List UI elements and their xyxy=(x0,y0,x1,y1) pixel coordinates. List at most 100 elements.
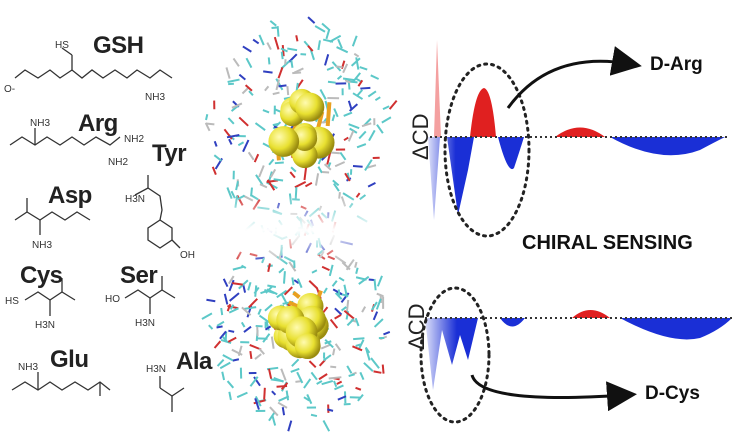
ligand-bond xyxy=(357,393,364,402)
ligand-bond xyxy=(205,122,215,126)
ligand-bond xyxy=(228,292,240,302)
ligand-bond xyxy=(382,105,390,111)
ligand-bond xyxy=(280,47,288,53)
ligand-bond xyxy=(326,66,335,71)
ligand-bond xyxy=(303,167,308,181)
ligand-bond xyxy=(323,163,332,171)
ligand-bond xyxy=(271,415,277,426)
ligand-bond xyxy=(231,348,243,356)
ligand-bond xyxy=(374,96,381,102)
ligand-bond xyxy=(219,361,231,370)
ligand-bond xyxy=(314,25,326,33)
atom-label: H3N xyxy=(35,320,55,331)
atom-label: OH xyxy=(180,250,195,261)
ligand-bond xyxy=(321,379,334,386)
ligand-bond xyxy=(334,384,344,391)
ligand-bond xyxy=(346,318,355,327)
bottom-axis-label: ΔCD xyxy=(404,303,429,350)
negative-band xyxy=(425,318,478,390)
ligand-bond xyxy=(353,52,360,58)
ligand-bond xyxy=(359,66,368,71)
ligand-bond xyxy=(363,362,374,372)
ligand-bond xyxy=(348,123,360,130)
ligand-bond xyxy=(373,370,382,374)
ligand-bond xyxy=(316,380,323,385)
ligand-bond xyxy=(263,387,266,400)
ligand-bond xyxy=(337,38,343,49)
ligand-bond xyxy=(368,278,374,282)
ligand-bond xyxy=(222,278,229,288)
atom-label: NH2 xyxy=(124,134,144,145)
ligand-bond xyxy=(346,365,353,374)
ligand-bond xyxy=(248,298,258,309)
ligand-bond xyxy=(319,89,327,100)
ligand-bond xyxy=(338,276,345,282)
ligand-bond xyxy=(272,122,280,127)
ligand-bond xyxy=(227,117,235,125)
gsh-structure xyxy=(14,69,173,79)
ligand-bond xyxy=(333,380,338,388)
atom-label: H3N xyxy=(135,318,155,329)
ligand-bond xyxy=(250,187,253,197)
ligand-bond xyxy=(351,35,358,47)
ligand-bond xyxy=(277,401,288,409)
ligand-bond xyxy=(238,279,249,290)
ligand-bond xyxy=(211,166,217,176)
ligand-bond xyxy=(290,60,294,68)
ligand-bond xyxy=(303,396,310,402)
ligand-bond xyxy=(254,353,262,360)
ligand-bond xyxy=(343,136,349,142)
ligand-bond xyxy=(290,166,297,173)
ligand-bond xyxy=(361,306,367,313)
label-cys: Cys xyxy=(20,262,63,289)
ligand-bond xyxy=(360,86,371,90)
ligand-bond xyxy=(242,45,252,53)
ligand-bond xyxy=(355,267,359,274)
ligand-bond xyxy=(290,367,300,373)
ligand-bond xyxy=(331,280,338,287)
ligand-bond xyxy=(247,151,255,161)
ligand-bond xyxy=(264,85,270,92)
negative-band xyxy=(428,137,474,220)
ligand-bond xyxy=(253,286,260,295)
ligand-bond xyxy=(221,371,226,381)
negative-band xyxy=(498,137,524,170)
positive-band xyxy=(470,88,496,137)
ligand-bond xyxy=(249,350,253,360)
ligand-bond xyxy=(216,320,225,327)
ligand-bond xyxy=(381,364,385,374)
ligand-bond xyxy=(327,408,334,412)
ligand-bond xyxy=(332,179,340,187)
ligand-bond xyxy=(271,26,278,30)
ligand-bond xyxy=(275,78,284,91)
ligand-bond xyxy=(347,100,353,111)
ligand-bond xyxy=(226,380,235,389)
highlight-ellipse xyxy=(443,62,531,238)
ligand-bond xyxy=(353,337,365,341)
nanocluster-render xyxy=(195,16,415,432)
ligand-bond xyxy=(227,336,237,343)
ligand-bond xyxy=(241,264,247,269)
ligand-bond xyxy=(216,358,225,367)
ligand-bond xyxy=(216,325,223,329)
ligand-bond xyxy=(329,318,339,329)
ligand-bond xyxy=(241,306,252,316)
positive-band xyxy=(572,310,610,318)
ligand-bond xyxy=(376,275,383,287)
ligand-bond xyxy=(231,102,243,109)
positive-band xyxy=(555,127,605,137)
ligand-bond xyxy=(321,22,330,31)
ligand-bond xyxy=(310,413,318,418)
ligand-bond xyxy=(340,292,350,303)
ligand-bond xyxy=(311,269,318,274)
ligand-bond xyxy=(324,338,334,349)
ligand-bond xyxy=(282,271,286,284)
ligand-bond xyxy=(326,152,332,165)
ligand-bond xyxy=(263,70,273,74)
ligand-bond xyxy=(220,307,224,316)
ligand-bond xyxy=(269,406,279,417)
ligand-bond xyxy=(254,122,266,131)
ligand-bond xyxy=(370,74,380,80)
ligand-bond xyxy=(270,336,275,349)
ligand-bond xyxy=(327,80,336,84)
